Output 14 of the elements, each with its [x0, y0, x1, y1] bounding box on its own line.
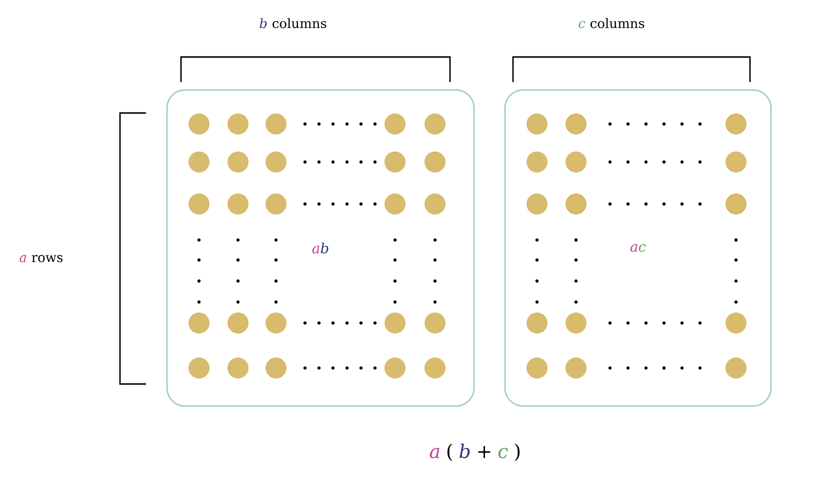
formula-symbol: c — [498, 448, 508, 458]
caption-text: columns — [590, 18, 644, 28]
formula-symbol: b — [460, 444, 470, 458]
array-box: ac — [504, 89, 772, 407]
caption-text: columns — [272, 18, 326, 28]
caption-text: rows — [32, 255, 63, 262]
variable-label: b — [260, 18, 267, 28]
formula-symbol: ( — [447, 444, 452, 461]
array-box: ab — [166, 89, 475, 407]
formula-symbol: ) — [515, 444, 520, 461]
variable-label: a — [20, 255, 26, 262]
variable-label: c — [578, 21, 586, 28]
formula-symbol: + — [478, 446, 490, 458]
formula-symbol: a — [430, 448, 440, 458]
